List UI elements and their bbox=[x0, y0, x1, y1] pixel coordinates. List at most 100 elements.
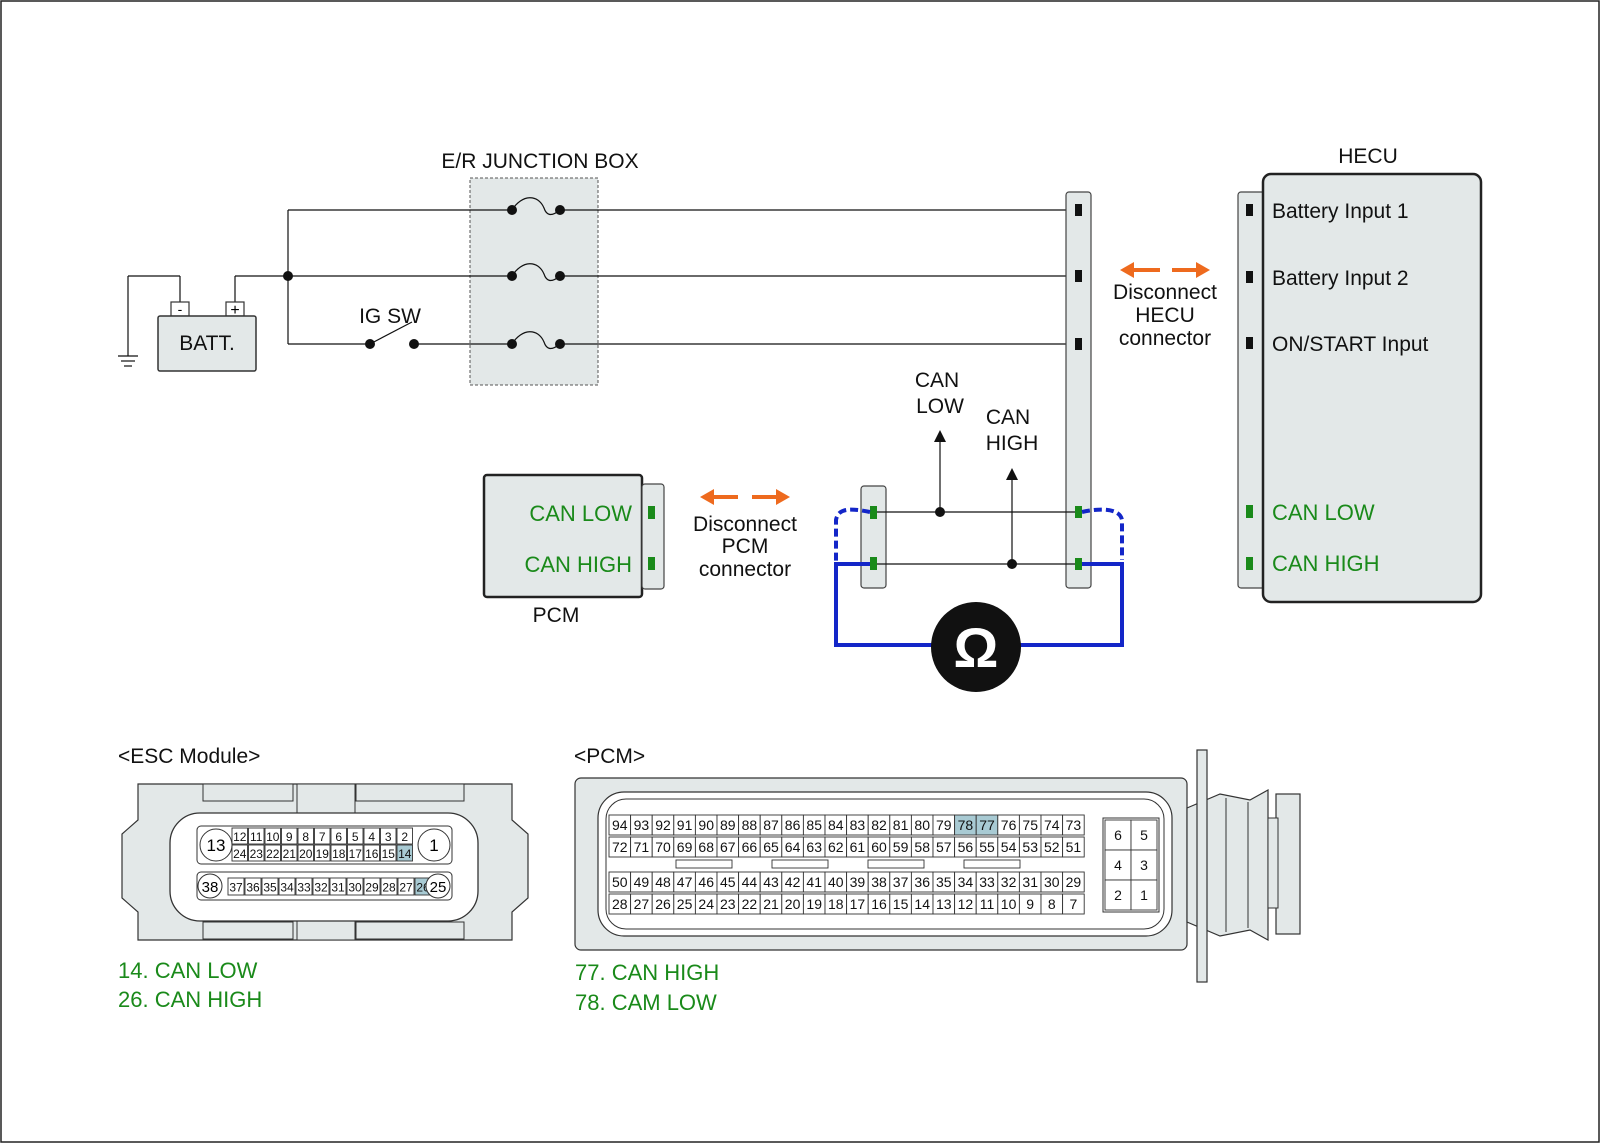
connector-pin: 16 bbox=[363, 844, 380, 862]
pin-number: 34 bbox=[280, 881, 294, 895]
pin-number: 69 bbox=[677, 839, 693, 855]
pin-number: 23 bbox=[720, 896, 736, 912]
pin-number: 15 bbox=[382, 847, 396, 861]
connector-pin: 2 bbox=[1104, 879, 1132, 911]
pin-number: 16 bbox=[871, 896, 887, 912]
hecu-pin-on-start-input: ON/START Input bbox=[1272, 333, 1429, 356]
hecu-pin-can-low: CAN LOW bbox=[1272, 500, 1375, 525]
connector-pin: 14 bbox=[910, 893, 934, 915]
pin-number: 2 bbox=[401, 830, 408, 844]
connector-pin: 12 bbox=[954, 893, 977, 915]
junction-box-label: E/R JUNCTION BOX bbox=[441, 150, 638, 173]
pcm-note-cam-low: 78. CAM LOW bbox=[575, 990, 717, 1015]
pin-number: 4 bbox=[368, 830, 375, 844]
pin-number: 42 bbox=[785, 874, 801, 890]
connector-pin: 37 bbox=[227, 877, 245, 896]
connector-pin: 49 bbox=[630, 871, 653, 893]
connector-pin: 5 bbox=[347, 827, 364, 845]
pin-number: 59 bbox=[893, 839, 909, 855]
connector-pin: 90 bbox=[694, 814, 718, 836]
battery: - + BATT. bbox=[118, 275, 257, 372]
connector-pin: 23 bbox=[716, 893, 740, 915]
pin-number: 75 bbox=[1022, 817, 1038, 833]
connector-pin: 66 bbox=[738, 836, 761, 858]
connector-pin: 69 bbox=[673, 836, 696, 858]
connector-pin: 36 bbox=[244, 877, 262, 896]
pin-number: 6 bbox=[1114, 827, 1122, 843]
pin-number: 36 bbox=[246, 881, 260, 895]
connector-pin: 70 bbox=[651, 836, 675, 858]
connector-pin: 15 bbox=[380, 844, 397, 862]
connector-pin: 20 bbox=[297, 844, 314, 862]
connector-pin: 59 bbox=[889, 836, 912, 858]
connector-pin: 33 bbox=[975, 871, 999, 893]
pin-number: 27 bbox=[634, 896, 650, 912]
pin-number: 1 bbox=[1140, 887, 1148, 903]
esc-module-title: <ESC Module> bbox=[118, 745, 260, 768]
ohmmeter: Ω bbox=[834, 507, 1124, 692]
connector-pin: 86 bbox=[781, 814, 804, 836]
pin-number: 29 bbox=[1066, 874, 1082, 890]
connector-pin: 51 bbox=[1062, 836, 1085, 858]
connector-pin-large: 1 bbox=[417, 828, 451, 862]
pin-number: 43 bbox=[763, 874, 779, 890]
connector-pin: 64 bbox=[781, 836, 804, 858]
pin-number: 53 bbox=[1022, 839, 1038, 855]
pin-number: 71 bbox=[634, 839, 650, 855]
pin-number: 30 bbox=[348, 881, 362, 895]
connector-pin: 5 bbox=[1130, 819, 1158, 851]
connector-pin-large: 13 bbox=[199, 828, 233, 862]
pin-number: 21 bbox=[283, 847, 297, 861]
pin-number: 58 bbox=[914, 839, 930, 855]
pin-number: 18 bbox=[332, 847, 346, 861]
connector-pin: 57 bbox=[932, 836, 956, 858]
connector-pin: 67 bbox=[716, 836, 740, 858]
connector-pin: 73 bbox=[1062, 814, 1085, 836]
connector-pin: 28 bbox=[608, 893, 632, 915]
pin-number: 34 bbox=[958, 874, 974, 890]
connector-pin: 23 bbox=[248, 844, 265, 862]
connector-pin: 18 bbox=[330, 844, 347, 862]
pin-number: 22 bbox=[742, 896, 758, 912]
hecu-pin-can-high: CAN HIGH bbox=[1272, 551, 1380, 576]
pin-number: 90 bbox=[698, 817, 714, 833]
connector-pin: 27 bbox=[397, 877, 415, 896]
connector-pin: 77 bbox=[975, 814, 999, 836]
pin-number: 9 bbox=[1026, 896, 1034, 912]
connector-pin: 56 bbox=[954, 836, 977, 858]
connector-pin: 62 bbox=[824, 836, 848, 858]
pin-number: 13 bbox=[207, 836, 226, 855]
pin-number: 64 bbox=[785, 839, 801, 855]
connector-pin: 34 bbox=[954, 871, 977, 893]
connector-pin: 32 bbox=[997, 871, 1020, 893]
connector-pin: 53 bbox=[1018, 836, 1042, 858]
connector-pin: 45 bbox=[716, 871, 740, 893]
pin-number: 65 bbox=[763, 839, 779, 855]
pin-number: 76 bbox=[1001, 817, 1017, 833]
connector-pin: 18 bbox=[824, 893, 848, 915]
connector-pin: 39 bbox=[846, 871, 869, 893]
ignition-switch-label: IG SW bbox=[359, 305, 421, 328]
pin-number: 28 bbox=[612, 896, 628, 912]
connector-pin: 16 bbox=[867, 893, 891, 915]
pin-number: 10 bbox=[266, 830, 280, 844]
pin-number: 10 bbox=[1001, 896, 1017, 912]
pin-number: 28 bbox=[382, 881, 396, 895]
connector-pin: 85 bbox=[802, 814, 826, 836]
pin-number: 23 bbox=[250, 847, 264, 861]
connector-pin: 12 bbox=[231, 827, 248, 845]
pin-number: 16 bbox=[365, 847, 379, 861]
pin-number: 12 bbox=[233, 830, 247, 844]
pin-number: 5 bbox=[352, 830, 359, 844]
pin-number: 66 bbox=[742, 839, 758, 855]
pin-number: 32 bbox=[1001, 874, 1017, 890]
connector-pin: 11 bbox=[975, 893, 999, 915]
pin-number: 70 bbox=[655, 839, 671, 855]
connector-pin: 47 bbox=[673, 871, 696, 893]
connector-pin: 36 bbox=[910, 871, 934, 893]
pcm-connector-title: <PCM> bbox=[574, 745, 645, 768]
pin-number: 8 bbox=[302, 830, 309, 844]
connector-pin: 22 bbox=[264, 844, 281, 862]
